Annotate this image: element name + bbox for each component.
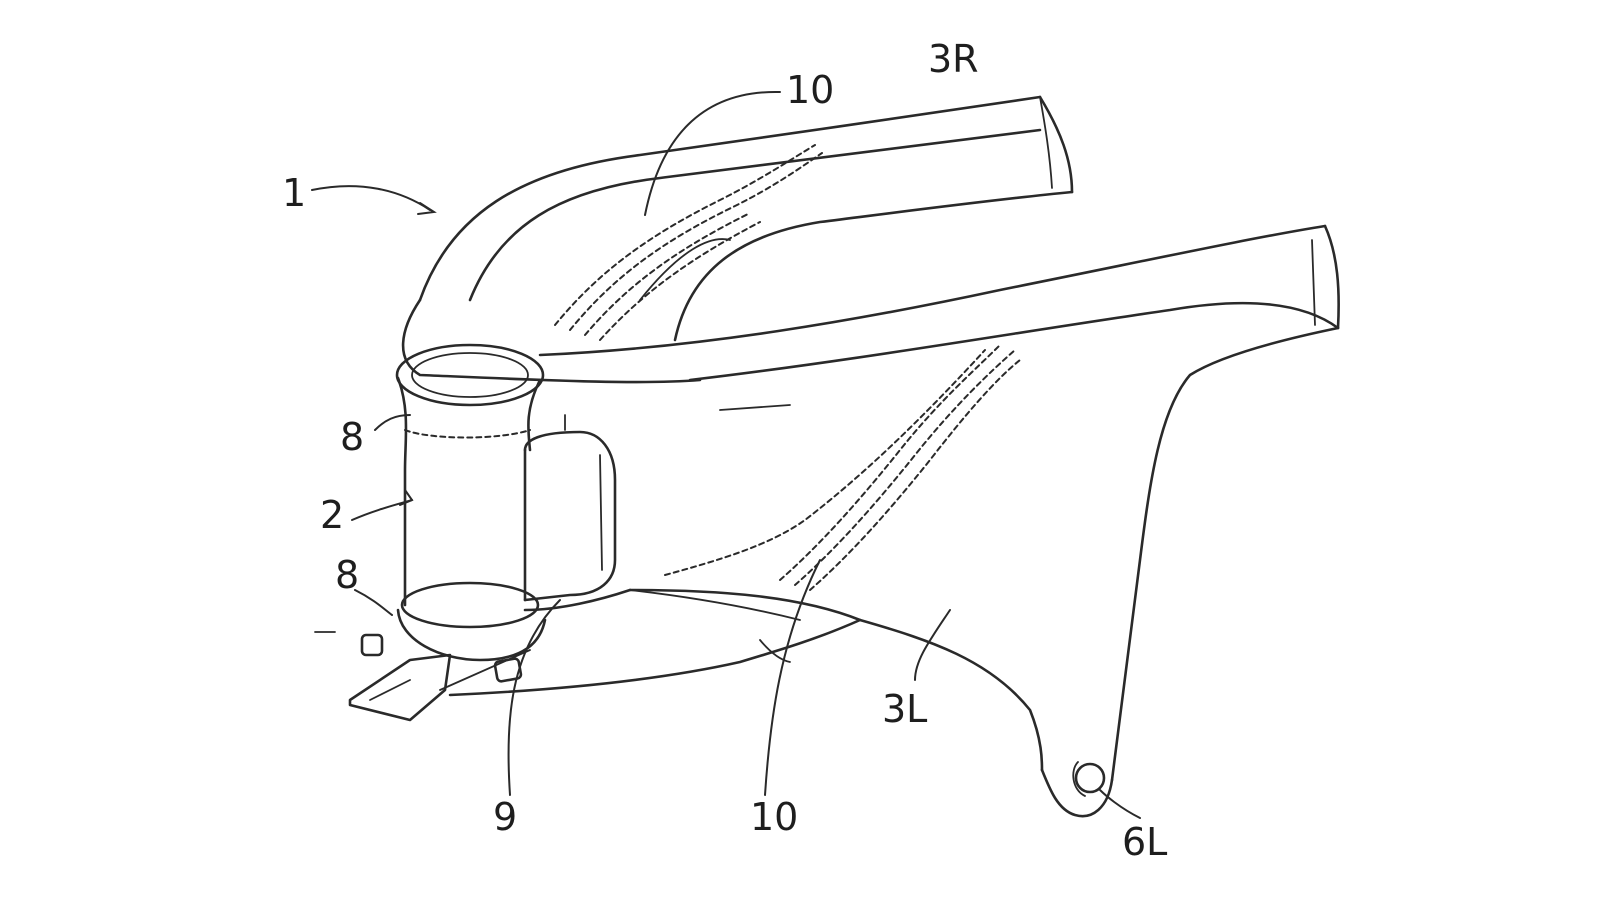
mount-9	[493, 430, 632, 683]
reinforcement-10-lower	[664, 344, 1021, 591]
underside	[448, 588, 1044, 772]
label-10-top: 10	[786, 68, 834, 112]
label-9: 9	[493, 795, 517, 839]
label-1: 1	[282, 171, 306, 215]
bottom-bracket	[314, 631, 452, 722]
dropout-6l	[1040, 761, 1114, 818]
label-3l: 3L	[882, 687, 927, 731]
right-arm-3r	[418, 95, 1074, 342]
label-2: 2	[320, 493, 344, 537]
label-3r: 3R	[928, 37, 979, 81]
head-tube-2	[395, 343, 547, 691]
left-arm-3l	[401, 224, 1340, 782]
label-6l: 6L	[1122, 820, 1167, 864]
leader-lines	[311, 90, 1141, 819]
label-8-top: 8	[340, 415, 364, 459]
reinforcement-10-upper	[554, 144, 823, 341]
reference-labels: 1 10 3R 8 2 8 9 10 3L 6L	[282, 37, 1167, 864]
label-10-bottom: 10	[750, 795, 798, 839]
label-8-bottom: 8	[335, 553, 359, 597]
